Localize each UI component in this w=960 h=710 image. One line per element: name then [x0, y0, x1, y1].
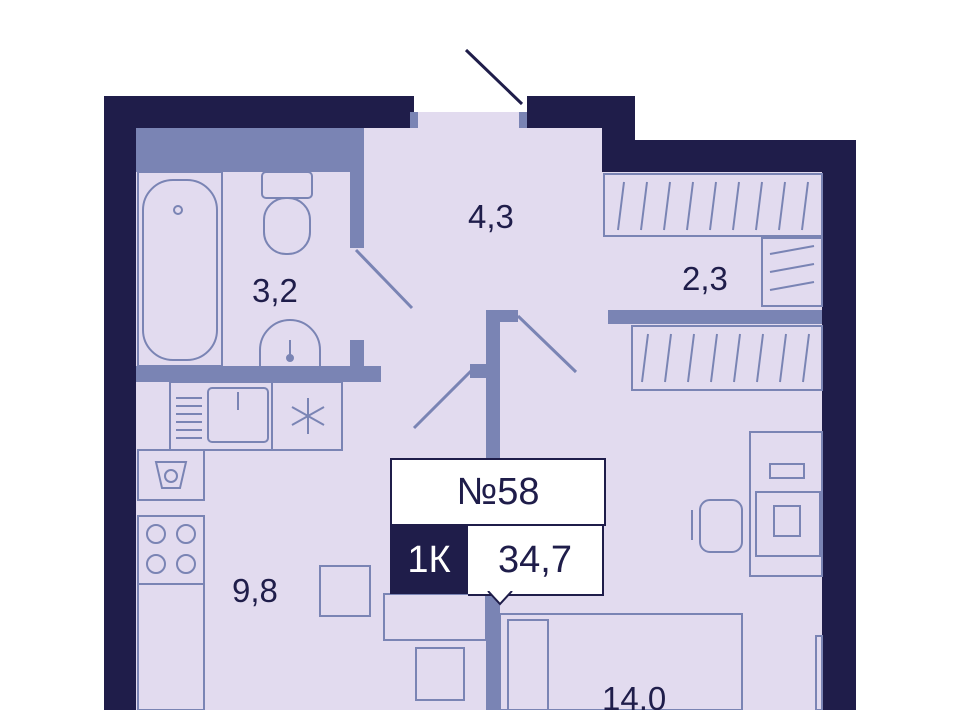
floor-area: [136, 112, 822, 710]
wardrobe-area: 2,3: [682, 260, 728, 297]
kitchen-counter: [169, 381, 343, 451]
snowflake-icon: [291, 398, 325, 434]
stove-icon: [137, 515, 205, 710]
kitchen-area: 9,8: [232, 572, 278, 609]
hallway-area: 4,3: [468, 198, 514, 235]
chair-icon: [691, 499, 743, 553]
entrance-door: [464, 48, 524, 106]
wardrobe-shelves: [603, 173, 823, 391]
bathtub-icon: [137, 171, 223, 367]
apartment-number: №58: [390, 458, 606, 526]
sink-icon: [259, 319, 321, 366]
desk-icon: [749, 431, 823, 577]
partitions: [136, 128, 822, 710]
washing-machine-icon: [137, 449, 205, 501]
door-swings: [354, 248, 578, 430]
bed-icon: [499, 613, 823, 710]
bathroom-area: 3,2: [252, 272, 298, 309]
apartment-type: 1К: [390, 526, 468, 594]
apartment-total-area: 34,7: [468, 524, 604, 596]
apartment-badge: №58 1К 34,7: [390, 458, 606, 606]
outer-walls: [104, 96, 856, 710]
living-room-area: 14,0: [602, 680, 666, 710]
dining-set: [319, 565, 487, 701]
badge-pointer: [487, 591, 513, 606]
toilet-icon: [261, 171, 313, 255]
